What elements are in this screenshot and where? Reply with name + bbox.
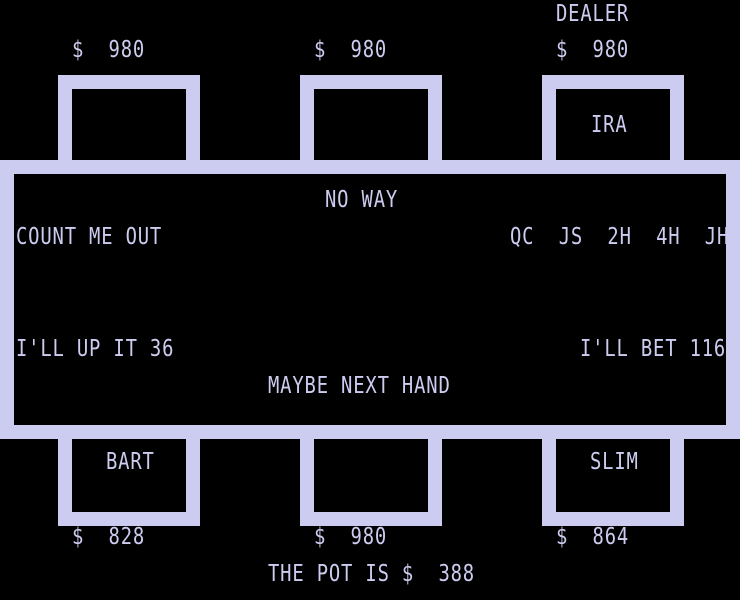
- message-right-lower: I'LL BET 116: [580, 336, 727, 362]
- table-felt: [14, 174, 726, 425]
- seat-money-top-right: $ 980: [556, 37, 630, 63]
- seat-name-bottom-right: SLIM: [590, 449, 639, 475]
- seat-money-bottom-right: $ 864: [556, 524, 630, 550]
- message-left-upper: COUNT ME OUT: [16, 224, 163, 250]
- message-top: NO WAY: [325, 187, 399, 213]
- seat-box-bottom-right: [542, 427, 684, 526]
- seat-money-bottom-left: $ 828: [72, 524, 146, 550]
- player-hand: QC JS 2H 4H JH: [510, 224, 730, 250]
- seat-box-top-mid: [300, 75, 442, 173]
- poker-table: [0, 160, 740, 439]
- seat-money-top-left: $ 980: [72, 37, 146, 63]
- pot-total: THE POT IS $ 388: [268, 561, 475, 587]
- seat-box-top-right: [542, 75, 684, 173]
- dealer-label: DEALER: [556, 1, 630, 27]
- seat-box-bottom-left: [58, 427, 200, 526]
- seat-name-bottom-left: BART: [106, 449, 155, 475]
- seat-money-top-mid: $ 980: [314, 37, 388, 63]
- message-left-lower: I'LL UP IT 36: [16, 336, 175, 362]
- message-bottom: MAYBE NEXT HAND: [268, 373, 451, 399]
- seat-box-bottom-mid: [300, 427, 442, 526]
- seat-money-bottom-mid: $ 980: [314, 524, 388, 550]
- seat-box-top-left: [58, 75, 200, 173]
- seat-name-top-right: IRA: [591, 112, 628, 138]
